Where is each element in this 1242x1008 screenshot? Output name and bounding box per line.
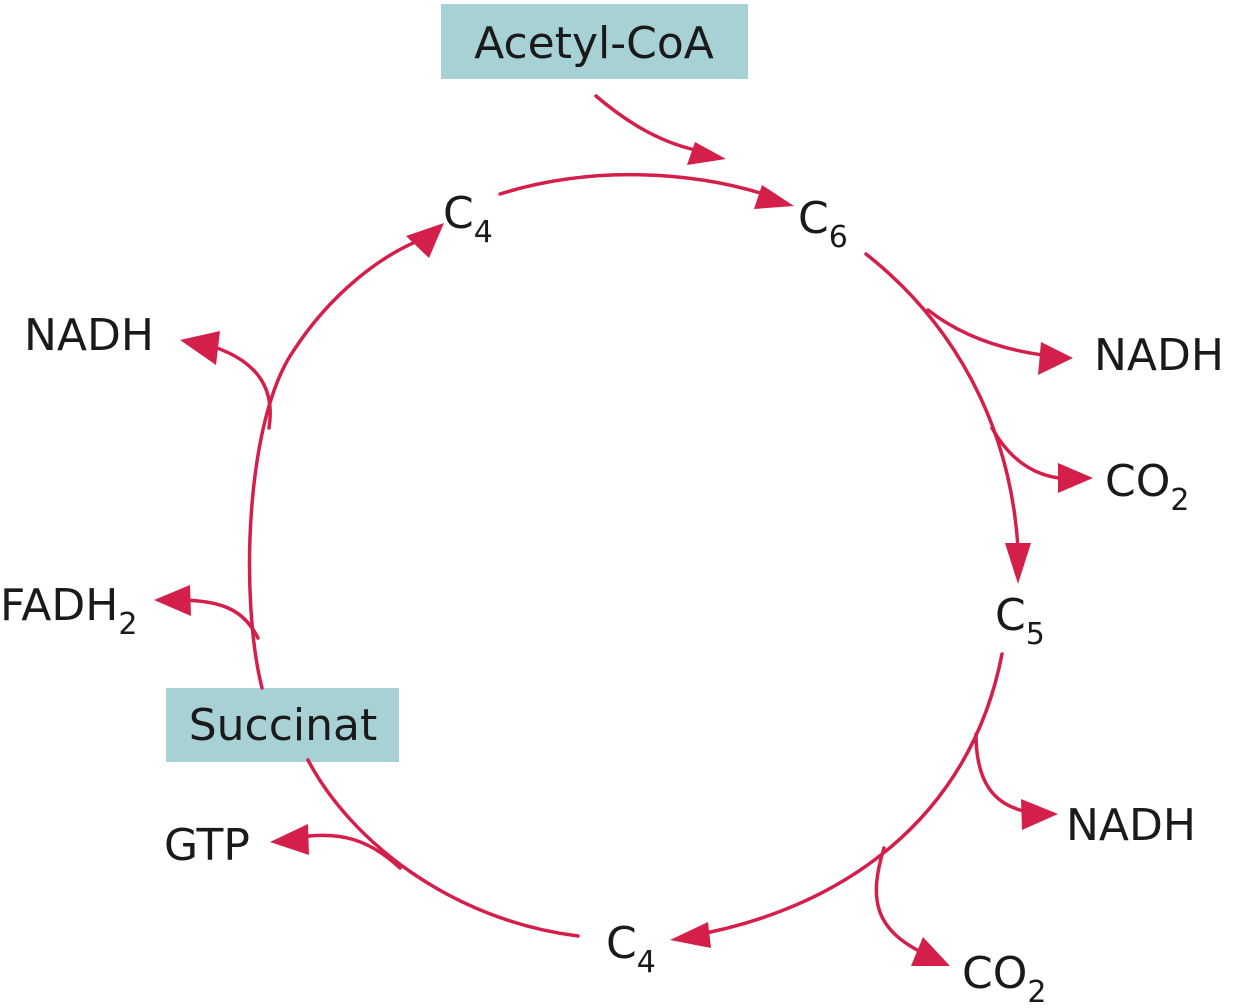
- arrowhead-co2-1: [1058, 463, 1093, 493]
- label-gtp: GTP: [164, 820, 250, 871]
- branch-co2-2: [874, 846, 927, 956]
- label-nadh-1: NADH: [1094, 330, 1224, 381]
- succinat-box: [166, 688, 399, 762]
- arc-c4-to-c6: [498, 172, 772, 198]
- arrowhead-c6: [754, 185, 794, 209]
- arrowhead-nadh-3: [180, 331, 220, 365]
- arrowhead-nadh-1: [1038, 342, 1073, 375]
- label-co2-2: CO2: [962, 948, 1046, 1008]
- label-c4-top: C4: [443, 188, 493, 250]
- branch-nadh-3: [203, 342, 272, 430]
- branch-gtp: [293, 833, 402, 870]
- arrowhead-c4-bottom: [670, 922, 711, 948]
- label-co2-1: CO2: [1105, 456, 1189, 518]
- acetyl-coa-node: Acetyl-CoA: [441, 4, 748, 79]
- arrowhead-co2-2: [911, 937, 950, 966]
- arc-c6-to-c5: [864, 252, 1020, 550]
- arrowhead-nadh-2: [1021, 799, 1058, 830]
- arrowhead-gtp: [270, 824, 309, 855]
- label-c6: C6: [798, 193, 848, 255]
- label-c4-bottom: C4: [606, 918, 656, 980]
- side-branches: [176, 94, 1072, 956]
- arc-succinat-to-c4: [247, 236, 427, 690]
- acetyl-coa-label: Acetyl-CoA: [474, 18, 714, 69]
- label-nadh-3: NADH: [24, 310, 154, 361]
- arrowhead-c5: [1005, 543, 1031, 584]
- label-nadh-2: NADH: [1066, 800, 1196, 851]
- cycle-arcs: [247, 172, 1020, 938]
- branch-fadh2: [176, 598, 260, 640]
- label-fadh2: FADH2: [0, 580, 137, 642]
- succinat-label: Succinat: [189, 700, 378, 751]
- arrowhead-c4-top: [406, 223, 444, 258]
- arc-c4-to-succinat: [306, 758, 580, 938]
- acetyl-coa-box: [441, 4, 748, 79]
- succinat-node: Succinat: [166, 688, 399, 762]
- arrowheads: [154, 142, 1093, 966]
- arrowhead-fadh2: [154, 585, 191, 616]
- arrowhead-into-c6-from-acetyl: [687, 142, 726, 165]
- branch-nadh-1: [926, 308, 1052, 358]
- label-c5: C5: [995, 590, 1045, 652]
- arc-c5-to-c4: [688, 652, 1004, 938]
- branch-acetyl-coa: [594, 94, 707, 154]
